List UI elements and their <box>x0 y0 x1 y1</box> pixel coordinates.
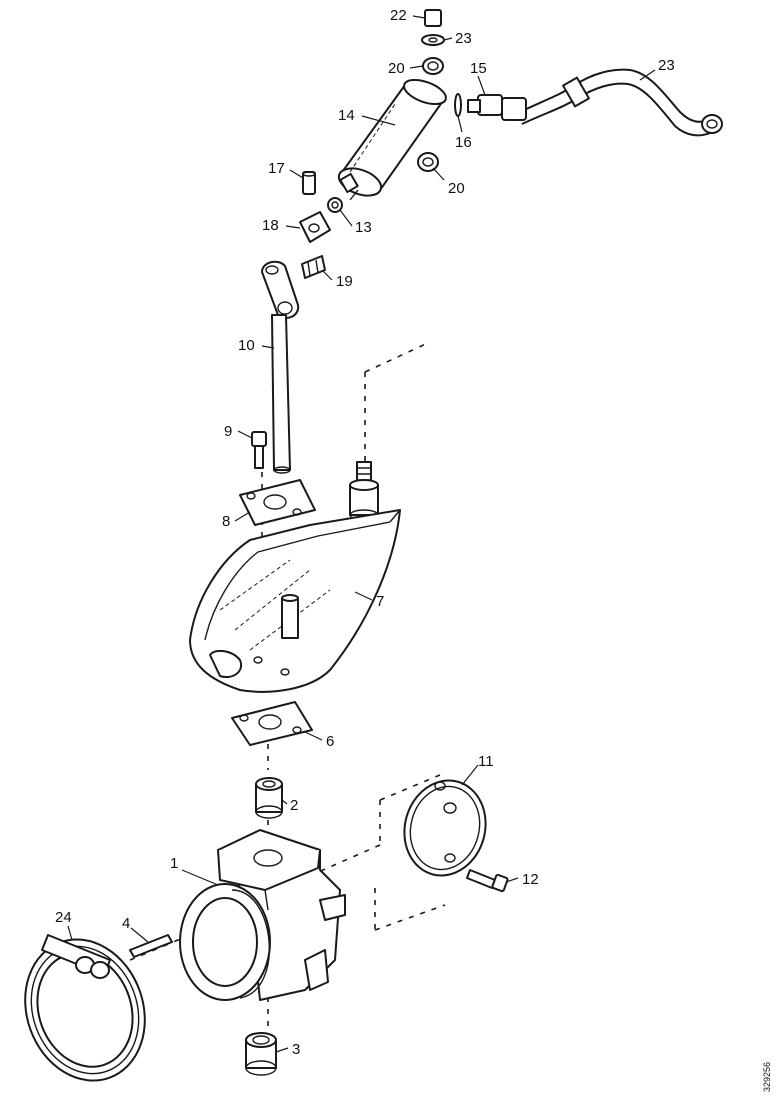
part-22-washer <box>421 34 445 46</box>
part-15-fitting <box>467 94 527 121</box>
part-20-upper-grommet <box>422 57 444 75</box>
part-14-cylinder <box>337 78 447 201</box>
leader-lines <box>67 15 656 1053</box>
part-17-bolt <box>302 171 316 195</box>
callout-9: 9 <box>224 423 232 440</box>
part-7-bracket <box>189 509 401 693</box>
part-8-plate <box>239 479 316 526</box>
callout-22: 23 <box>455 30 472 47</box>
callout-24: 24 <box>55 909 72 926</box>
part-10-rod <box>261 260 300 474</box>
callout-1: 1 <box>170 855 178 872</box>
part-1-housing <box>179 829 346 1001</box>
callout-23: 23 <box>658 57 675 74</box>
part-2-bushing <box>255 777 283 819</box>
callout-labels: 22 23 20 15 23 14 16 20 17 13 18 19 10 9… <box>55 7 675 1058</box>
part-21-nut <box>424 9 442 27</box>
callout-8: 8 <box>222 513 230 530</box>
part-16-washer <box>454 93 462 117</box>
callout-6: 6 <box>326 733 334 750</box>
callout-18: 18 <box>262 217 279 234</box>
part-12-screw <box>466 869 509 893</box>
stud <box>349 461 379 521</box>
callout-2: 2 <box>290 797 298 814</box>
part-3-bushing <box>245 1032 277 1076</box>
part-19-clip <box>301 255 326 279</box>
part-9-screw <box>251 431 267 469</box>
callout-16: 16 <box>455 134 472 151</box>
document-number: 329256 <box>762 1062 772 1092</box>
part-23-fuel-pipe <box>519 68 723 137</box>
callout-19: 19 <box>336 273 353 290</box>
part-20-lower-grommet <box>417 152 439 172</box>
callout-17: 17 <box>268 160 285 177</box>
part-18-clamp <box>299 211 331 243</box>
part-11-cover <box>403 779 487 877</box>
callout-3: 3 <box>292 1041 300 1058</box>
callout-15: 15 <box>470 60 487 77</box>
part-13-washer <box>327 197 343 213</box>
callout-11: 11 <box>478 753 494 770</box>
callout-7: 7 <box>376 593 384 610</box>
part-24-clamp <box>24 934 146 1082</box>
callout-4: 4 <box>122 915 130 932</box>
callout-14: 14 <box>338 107 355 124</box>
callout-10: 10 <box>238 337 255 354</box>
part-6-plate <box>231 701 313 746</box>
callout-12: 12 <box>522 871 539 888</box>
callout-20-lower: 20 <box>448 180 465 197</box>
callout-13: 13 <box>355 219 372 236</box>
callout-21: 22 <box>390 7 407 24</box>
part-4-pin <box>129 934 173 958</box>
callout-20-upper: 20 <box>388 60 405 77</box>
